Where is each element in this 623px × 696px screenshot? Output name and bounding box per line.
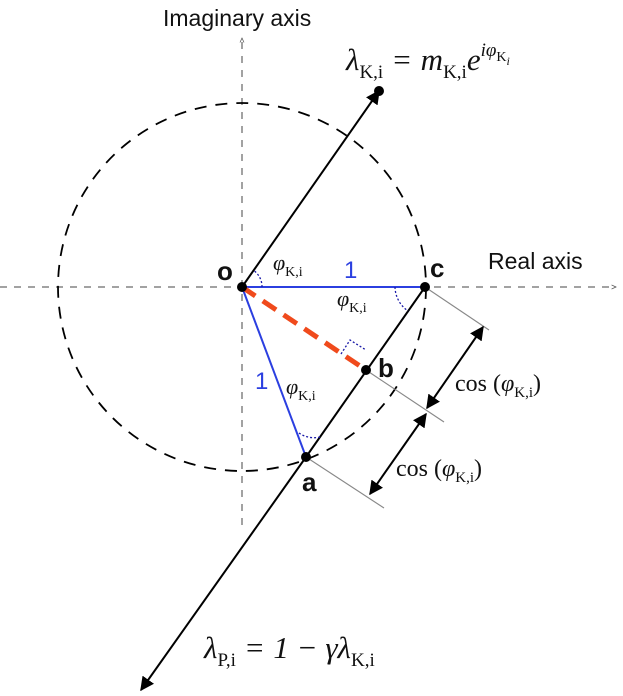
label-c: c	[430, 253, 444, 283]
lambda-K-equation: λK,i=mK,ieiφKi	[345, 40, 510, 83]
real-axis-label: Real axis	[488, 248, 583, 274]
lambda-P-direction-line	[140, 456, 307, 692]
imaginary-axis-label: Imaginary axis	[163, 5, 311, 31]
extension-from-a	[305, 456, 385, 509]
cos-dimension-lower	[369, 412, 427, 496]
point-c	[420, 282, 430, 292]
point-b	[361, 365, 371, 375]
label-o: o	[217, 256, 233, 286]
label-a: a	[302, 467, 317, 497]
angle-arc-at-c	[394, 286, 409, 312]
angle-label-at-o: φK,i	[273, 250, 303, 280]
lambda-K-direction-line	[241, 89, 380, 288]
angle-arc-at-o	[252, 269, 263, 288]
edge-label-oc: 1	[344, 257, 357, 284]
right-angle-marker	[340, 339, 367, 355]
angle-label-at-c: φK,i	[337, 286, 367, 316]
point-a	[301, 452, 311, 462]
angle-arc-at-a	[298, 432, 321, 439]
cos-dimension-upper	[426, 325, 484, 410]
extension-from-c	[424, 286, 490, 331]
angle-label-at-a: φK,i	[286, 374, 316, 404]
point-o	[237, 282, 247, 292]
cos-label-upper: cos(φK,i)	[455, 371, 541, 401]
edge-oa	[241, 286, 307, 458]
label-b: b	[378, 353, 394, 383]
extension-from-b	[365, 369, 445, 423]
cos-label-lower: cos(φK,i)	[396, 456, 482, 486]
point-lambda-K	[374, 86, 384, 96]
edge-label-oa: 1	[255, 368, 268, 395]
lambda-P-equation: λP,i=1 − γλK,i	[203, 630, 375, 671]
